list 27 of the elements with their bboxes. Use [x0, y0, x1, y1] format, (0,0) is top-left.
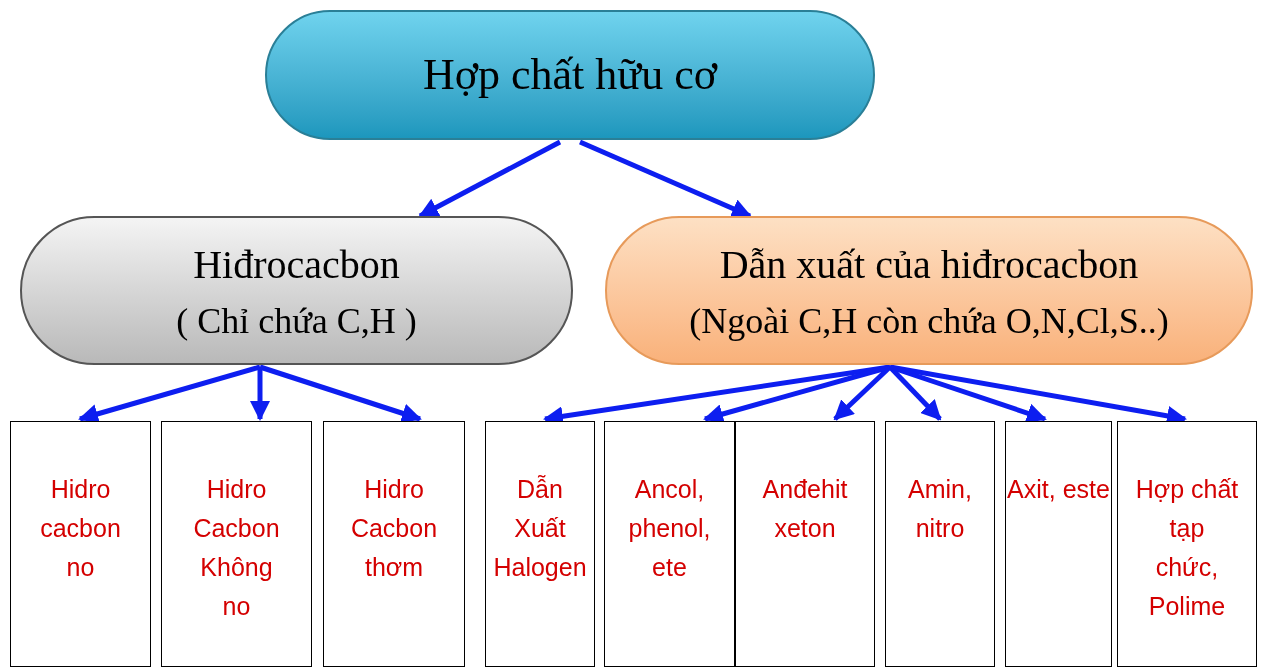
class-box: [485, 421, 595, 667]
class-box: [735, 421, 875, 667]
arrow: [250, 367, 270, 421]
class-label: Hidro Cacbon thơm: [349, 474, 439, 583]
class-label: Dẫn Xuất Halogen: [492, 474, 588, 583]
class-label: Ancol, phenol, ete: [627, 474, 712, 583]
class-box: [1117, 421, 1257, 667]
category-title: Hợp chất hữu cơ: [423, 49, 717, 101]
class-label: Anđehit xeton: [761, 474, 849, 544]
class-box: [1005, 421, 1112, 667]
class-label: Amin, nitro: [907, 474, 973, 544]
class-box: [604, 421, 735, 667]
class-box: [10, 421, 151, 667]
class-label: Hidro Cacbon Không no: [192, 474, 281, 622]
category-note: ( Chỉ chứa C,H ): [176, 299, 417, 343]
arrow: [418, 139, 562, 219]
class-box: [161, 421, 312, 667]
arrow: [259, 364, 422, 423]
class-label: Hợp chất tạp chức, Polime: [1135, 474, 1239, 622]
category-title: Dẫn xuất của hiđrocacbon: [719, 240, 1139, 289]
class-box: [885, 421, 995, 667]
arrow: [579, 139, 752, 219]
category-title: Hiđrocacbon: [193, 240, 400, 289]
class-label: Hidro cacbon no: [39, 474, 122, 583]
class-box: [323, 421, 465, 667]
category-note: (Ngoài C,H còn chứa O,N,Cl,S..): [689, 299, 1169, 343]
class-label: Axit, este: [1006, 474, 1111, 505]
